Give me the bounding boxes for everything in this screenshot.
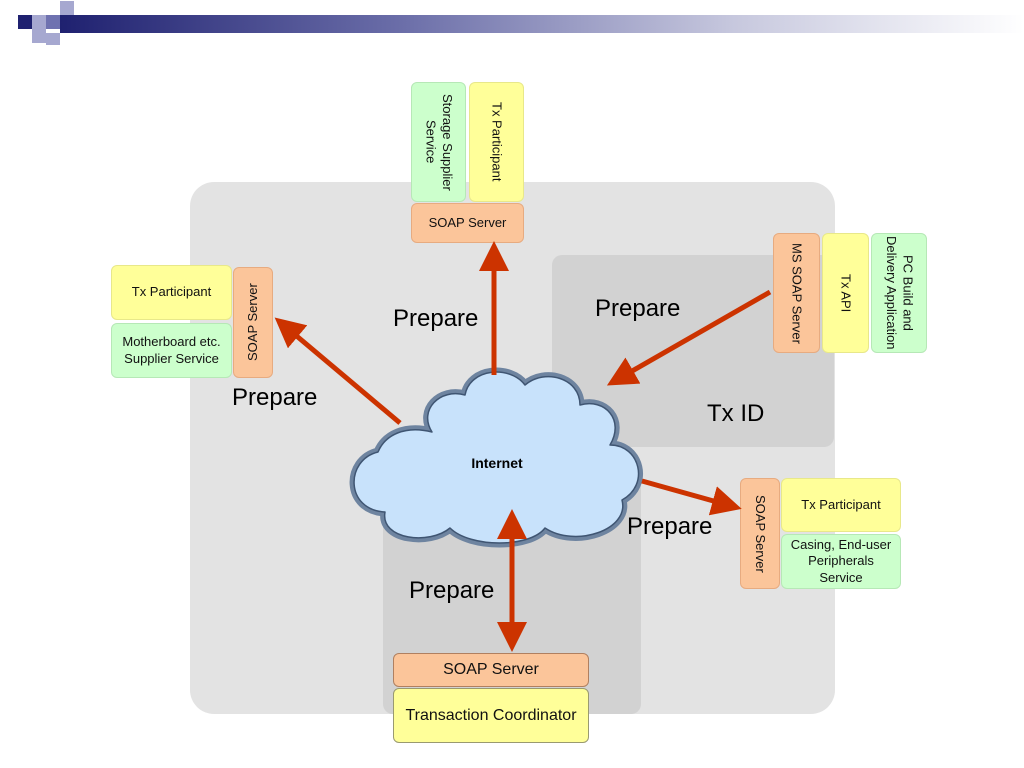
ms-soap-server-box: MS SOAP Server xyxy=(773,233,820,353)
motherboard-supplier-service-box: Motherboard etc. Supplier Service xyxy=(111,323,232,378)
transaction-coordinator-box: Transaction Coordinator xyxy=(393,688,589,743)
header-square-3 xyxy=(46,15,60,29)
top-tx-participant-text: Tx Participant xyxy=(489,102,505,182)
header-square-4 xyxy=(60,1,74,15)
left-tx-participant-box: Tx Participant xyxy=(111,265,232,320)
header-square-5 xyxy=(32,29,46,43)
arrow-to-motherboard-supplier xyxy=(274,317,402,425)
casing-peripherals-service-text: Casing, End-user Peripherals Service xyxy=(790,537,892,585)
storage-supplier-service-text: Storage Supplier Service xyxy=(423,93,455,191)
pc-build-delivery-app-box: PC Build and Delivery Application xyxy=(871,233,927,353)
coordinator-soap-server-box: SOAP Server xyxy=(393,653,589,687)
prepare-label-right: Prepare xyxy=(595,295,681,322)
tx-api-box: Tx API xyxy=(822,233,869,353)
header-square-6 xyxy=(46,33,60,45)
lower-right-tx-participant-box: Tx Participant xyxy=(781,478,901,532)
storage-supplier-service-box: Storage Supplier Service xyxy=(411,82,466,202)
pc-build-delivery-app-text: PC Build and Delivery Application xyxy=(884,236,916,350)
internet-cloud-icon xyxy=(349,367,643,548)
header-square-1 xyxy=(18,15,32,29)
header-square-2 xyxy=(32,15,46,29)
prepare-label-lower-right: Prepare xyxy=(627,513,713,540)
prepare-label-top: Prepare xyxy=(393,305,479,332)
casing-peripherals-service-box: Casing, End-user Peripherals Service xyxy=(781,534,901,589)
tx-api-text: Tx API xyxy=(838,273,854,313)
transaction-coordinator-text: Transaction Coordinator xyxy=(405,706,577,724)
motherboard-supplier-service-text: Motherboard etc. Supplier Service xyxy=(122,334,221,366)
lower-right-tx-participant-text: Tx Participant xyxy=(801,496,881,512)
arrow-from-pc-build-app xyxy=(606,289,772,386)
prepare-label-bottom: Prepare xyxy=(409,577,495,604)
internet-label: Internet xyxy=(471,455,523,471)
coordinator-soap-server-text: SOAP Server xyxy=(443,661,539,678)
top-tx-participant-box: Tx Participant xyxy=(469,82,524,202)
lower-right-soap-server-box: SOAP Server xyxy=(740,478,780,589)
tx-id-label: Tx ID xyxy=(707,400,765,427)
ms-soap-server-text: MS SOAP Server xyxy=(789,242,805,344)
lower-right-soap-server-text: SOAP Server xyxy=(753,494,769,573)
arrow-to-casing-service xyxy=(641,478,742,516)
prepare-label-left: Prepare xyxy=(232,384,318,411)
top-soap-server-box: SOAP Server xyxy=(411,203,524,243)
header-gradient-bar xyxy=(60,15,1024,33)
top-soap-server-text: SOAP Server xyxy=(428,214,507,230)
left-tx-participant-text: Tx Participant xyxy=(131,284,212,300)
